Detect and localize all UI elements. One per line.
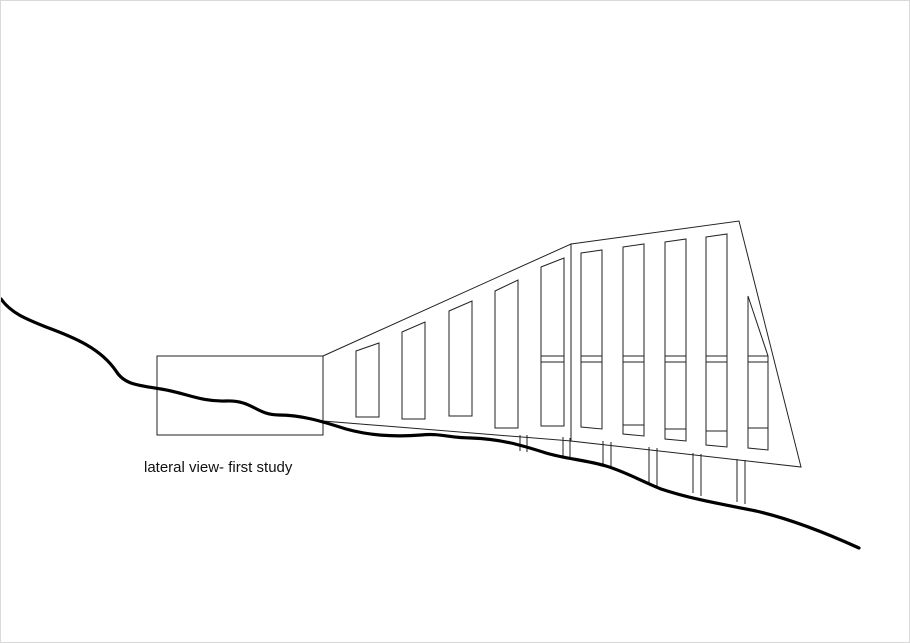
terrain-line xyxy=(1,297,861,550)
drawing-caption: lateral view- first study xyxy=(144,459,293,476)
sloped-block-windows xyxy=(355,257,565,429)
upper-block-windows xyxy=(580,233,769,451)
window xyxy=(540,257,565,427)
window xyxy=(355,342,380,418)
window xyxy=(580,249,603,430)
sloped-block xyxy=(322,243,572,442)
window xyxy=(494,279,519,429)
upper-block xyxy=(570,220,802,468)
window xyxy=(705,233,728,448)
window xyxy=(448,300,473,417)
low-volume xyxy=(156,355,324,436)
window xyxy=(747,295,769,451)
window xyxy=(664,238,687,442)
window xyxy=(401,321,426,420)
window xyxy=(622,243,645,437)
support-columns xyxy=(519,435,746,504)
